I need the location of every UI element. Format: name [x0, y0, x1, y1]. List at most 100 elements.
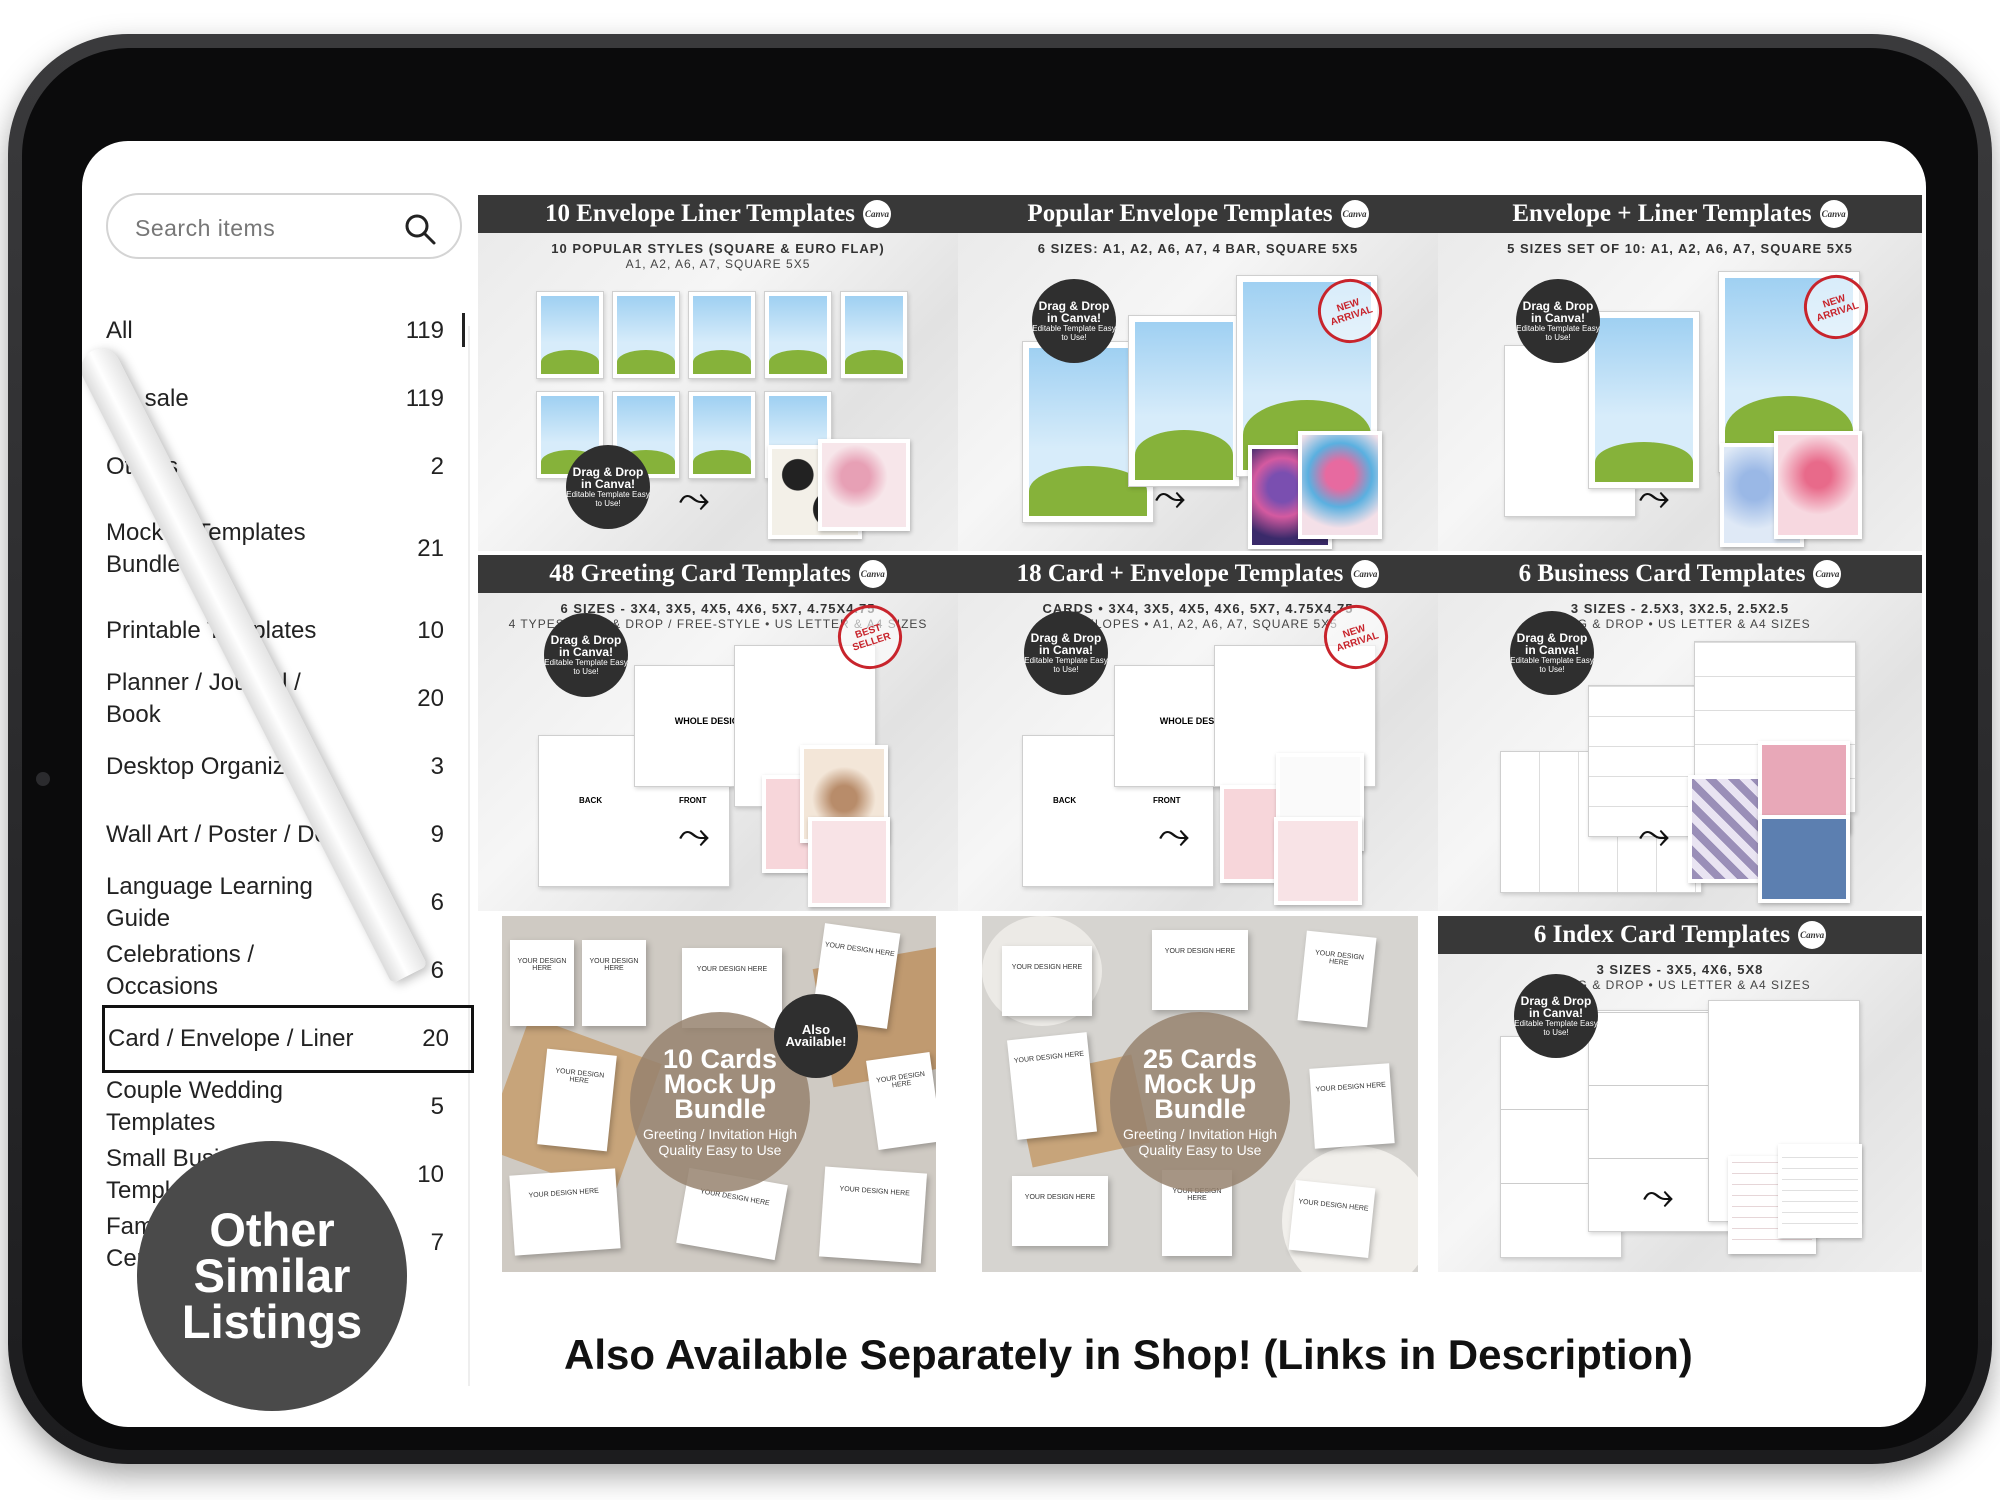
- category-count: 10: [417, 617, 444, 644]
- drag-drop-badge: Drag & Drop in Canva!Editable Template E…: [544, 613, 628, 697]
- drag-drop-sub: Editable Template Easy to Use!: [1510, 656, 1594, 674]
- category-count: 119: [405, 385, 444, 412]
- tile-subtitle-2: DRAG & DROP • US LETTER & A4 SIZES: [1549, 978, 1811, 992]
- category-count: 10: [417, 1161, 444, 1188]
- drag-drop-badge: Drag & Drop in Canva!Editable Template E…: [1516, 279, 1600, 363]
- mockup-card: YOUR DESIGN HERE: [582, 940, 646, 1026]
- category-item[interactable]: All 119: [106, 297, 466, 365]
- listing-tile[interactable]: Popular Envelope Templates Canva 6 SIZES:…: [958, 195, 1438, 551]
- arrow-icon: ⤳: [678, 477, 710, 521]
- whole-design-label: WHOLE DESIGN: [674, 716, 746, 726]
- mockup-title: 10 Cards Mock Up Bundle: [662, 1043, 778, 1124]
- category-label: Language Learning Guide: [106, 873, 313, 932]
- category-label: Celebrations / Occasions: [106, 941, 255, 1000]
- tile-subtitle: 3 SIZES - 3X5, 4X6, 5X8: [1596, 962, 1764, 977]
- search-icon[interactable]: [402, 211, 438, 247]
- camera-dot: [36, 772, 50, 786]
- mockup-card: YOUR DESIGN HERE: [1012, 1176, 1108, 1246]
- arrow-icon: ⤳: [1638, 475, 1670, 519]
- arrow-icon: ⤳: [1642, 1174, 1674, 1218]
- envelope-template: [1128, 315, 1240, 487]
- mockup-card: YOUR DESIGN HERE: [1288, 1180, 1376, 1258]
- canva-icon: Canva: [863, 200, 891, 228]
- drag-drop-badge: Drag & Drop in Canva!Editable Template E…: [1032, 279, 1116, 363]
- mockup-card: YOUR DESIGN HERE: [537, 1048, 617, 1152]
- category-label: All: [106, 317, 133, 344]
- listing-tile-mockup[interactable]: YOUR DESIGN HERE YOUR DESIGN HERE YOUR D…: [982, 916, 1418, 1272]
- mockup-title: 25 Cards Mock Up Bundle: [1142, 1043, 1258, 1124]
- tile-title-bar: Popular Envelope Templates Canva: [958, 195, 1438, 233]
- badge-text: Other Similar Listings: [181, 1203, 363, 1348]
- tile-title: 18 Card + Envelope Templates: [1016, 560, 1344, 587]
- mockup-card: YOUR DESIGN HERE: [866, 1051, 936, 1151]
- mockup-card: YOUR DESIGN HERE: [1297, 930, 1377, 1028]
- drag-drop-title: Drag & Drop in Canva!: [1522, 299, 1594, 325]
- other-listings-badge: Other Similar Listings: [137, 1141, 407, 1411]
- liner-pattern: [1298, 431, 1382, 539]
- drag-drop-badge: Drag & Drop in Canva!Editable Template E…: [1510, 611, 1594, 695]
- arrow-icon: ⤳: [1158, 813, 1190, 857]
- template-thumbnail: [688, 391, 756, 479]
- category-count: 2: [430, 453, 444, 480]
- liner-pattern: [1774, 431, 1862, 539]
- tile-subtitle: 3 SIZES - 2.5X3, 3X2.5, 2.5X2.5: [1570, 601, 1790, 616]
- tile-subtitle: 6 SIZES: A1, A2, A6, A7, 4 BAR, SQUARE 5…: [1037, 241, 1359, 256]
- mockup-card: YOUR DESIGN HERE: [1309, 1063, 1395, 1149]
- business-card-preview: [1758, 815, 1850, 903]
- mockup-card: YOUR DESIGN HERE: [510, 940, 574, 1026]
- tile-subtitle-2: A1, A2, A6, A7, SQUARE 5X5: [625, 257, 811, 271]
- card-back-label: BACK: [579, 796, 603, 805]
- category-count: 7: [430, 1229, 444, 1256]
- drag-drop-badge: Drag & Drop in Canva!Editable Template E…: [566, 445, 650, 529]
- also-available-badge: Also Available!: [774, 994, 858, 1078]
- search-box[interactable]: Search items: [106, 193, 462, 259]
- listing-tile-mockup[interactable]: YOUR DESIGN HERE YOUR DESIGN HERE YOUR D…: [502, 916, 936, 1272]
- sidebar-divider: [468, 326, 470, 1386]
- drag-drop-title: Drag & Drop in Canva!: [550, 633, 622, 659]
- category-count: 119: [405, 317, 444, 344]
- canva-icon: Canva: [1351, 560, 1380, 588]
- card-front-label: FRONT: [679, 796, 707, 805]
- tile-title: Popular Envelope Templates: [1027, 200, 1333, 227]
- greeting-card-preview: [808, 817, 890, 907]
- envelope-template: [1022, 341, 1154, 523]
- whole-design-label: WHOLE DESIGN: [1159, 716, 1231, 726]
- category-count: 6: [430, 889, 444, 916]
- mockup-card: YOUR DESIGN HERE: [1006, 1032, 1098, 1140]
- search-input[interactable]: Search items: [135, 215, 276, 241]
- template-thumbnail: [688, 291, 756, 379]
- mockup-card: YOUR DESIGN HERE: [818, 1166, 928, 1264]
- mockup-subtitle: Greeting / Invitation High Quality Easy …: [1122, 1125, 1278, 1158]
- drag-drop-sub: Editable Template Easy to Use!: [1032, 324, 1116, 342]
- mockup-card: YOUR DESIGN HERE: [1152, 930, 1248, 1010]
- category-item[interactable]: Couple Wedding Templates 5: [106, 1073, 466, 1141]
- canva-icon: Canva: [1340, 200, 1369, 228]
- category-count: 5: [430, 1093, 444, 1120]
- category-label: Couple Wedding Templates: [106, 1077, 284, 1136]
- arrow-icon: ⤳: [1638, 813, 1670, 857]
- drag-drop-title: Drag & Drop in Canva!: [1030, 631, 1102, 657]
- drag-drop-badge: Drag & Drop in Canva!Editable Template E…: [1514, 974, 1598, 1058]
- category-count: 20: [417, 685, 444, 712]
- category-item[interactable]: Language Learning Guide 6: [106, 869, 466, 937]
- drag-drop-title: Drag & Drop in Canva!: [1516, 631, 1588, 657]
- mockup-card: YOUR DESIGN HERE: [1002, 946, 1092, 1016]
- tile-subtitle-2: DRAG & DROP • US LETTER & A4 SIZES: [1549, 617, 1811, 631]
- tile-title: Envelope + Liner Templates: [1512, 200, 1812, 227]
